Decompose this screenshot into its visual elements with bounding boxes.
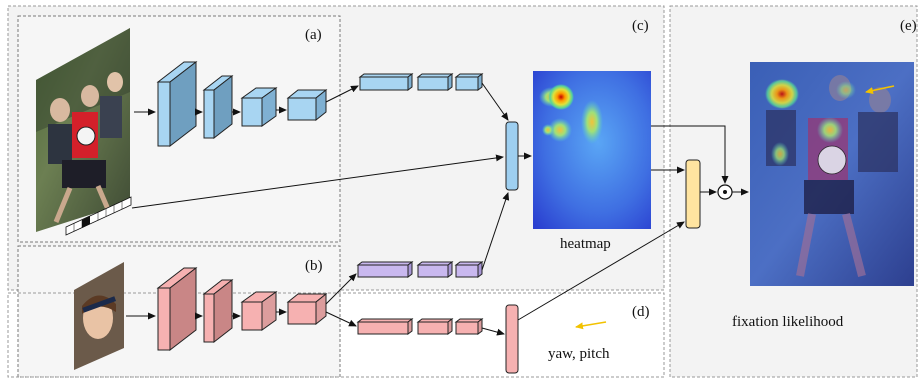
head-conv-1 <box>156 266 198 352</box>
scene-fc-3 <box>454 73 484 91</box>
fusion-bar <box>505 121 519 191</box>
yaw-pitch-label: yaw, pitch <box>548 346 610 362</box>
scene-conv-2 <box>202 74 234 140</box>
scene-conv-1 <box>156 60 198 148</box>
gaze-fc-1 <box>356 318 414 335</box>
scene-fc-1 <box>358 73 414 91</box>
label-a: (a) <box>305 27 322 43</box>
gaze-fc-2 <box>416 318 454 335</box>
elementwise-product-dot <box>723 190 727 194</box>
fixation-label: fixation likelihood <box>732 314 844 330</box>
label-b: (b) <box>305 258 323 274</box>
scene-conv-3 <box>240 87 278 127</box>
flow-arrows <box>126 82 749 336</box>
head-image <box>74 262 124 370</box>
head-fc <box>356 261 484 278</box>
heatmap-image <box>533 71 651 229</box>
scene-conv-4 <box>286 88 328 122</box>
fixation-gaze-arrow-icon <box>865 85 895 94</box>
label-c: (c) <box>632 18 649 34</box>
scene-cnn <box>156 60 484 148</box>
head-conv-3 <box>240 291 278 331</box>
gaze-direction-arrow-icon <box>575 321 607 330</box>
head-position-grid <box>65 196 132 236</box>
scene-image <box>36 28 130 232</box>
gaze-fc-3 <box>454 318 484 335</box>
head-cnn <box>156 266 519 374</box>
final-bar <box>685 159 701 229</box>
heatmap-label: heatmap <box>560 236 611 252</box>
head-conv-2 <box>202 278 234 344</box>
head-conv-4 <box>286 292 328 326</box>
scene-fc-2 <box>416 73 454 91</box>
panel-d <box>7 292 665 378</box>
label-d: (d) <box>632 304 650 320</box>
gaze-output-bar <box>505 304 519 374</box>
label-e: (e) <box>900 18 917 34</box>
fixation-image <box>750 62 914 286</box>
